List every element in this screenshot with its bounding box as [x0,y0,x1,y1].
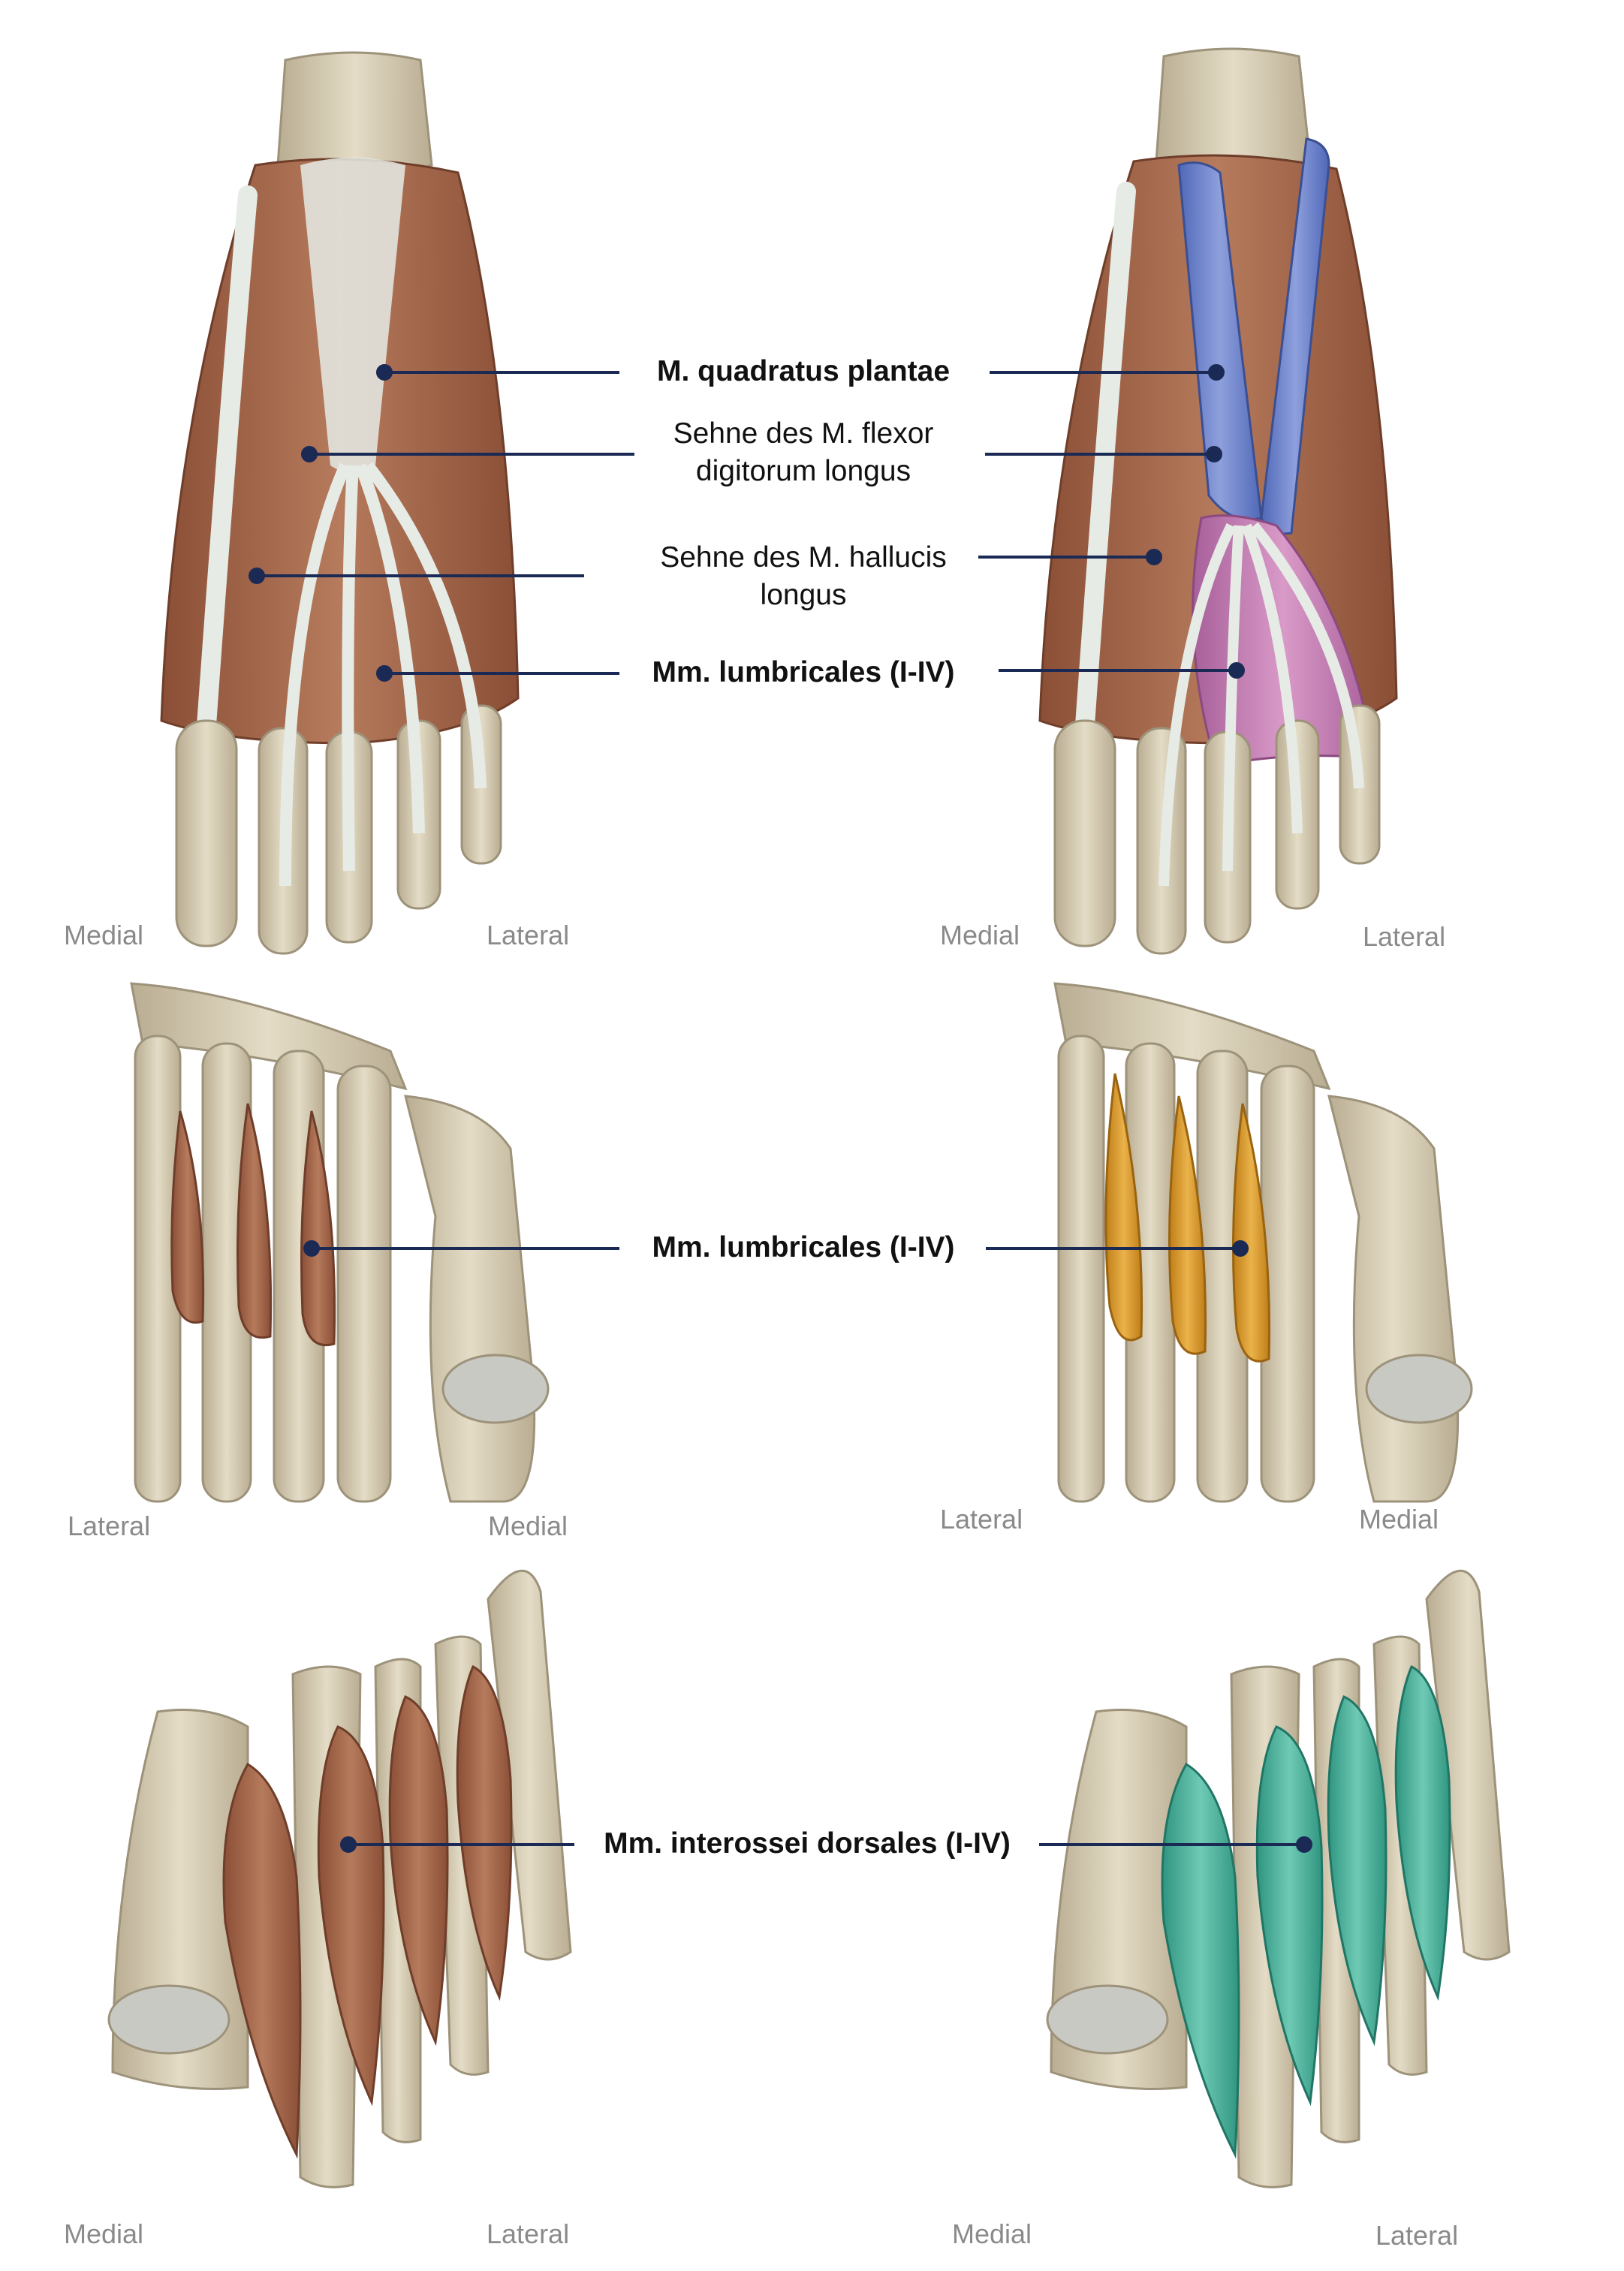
lumbricales-orange-highlight [1104,1073,1143,1342]
orientation-top-left-right: Lateral [487,920,570,950]
orientation-bottom-left-right: Lateral [487,2218,570,2249]
label-fdl-tendon-line1: Sehne des M. flexor [673,417,934,450]
label-interossei-dorsales: Mm. interossei dorsales (I-IV) [604,1827,1011,1860]
leader-lines [249,364,1312,1853]
orientation-bottom-right-left: Medial [952,2218,1032,2249]
orientation-mid-right-right: Medial [1359,1504,1439,1535]
label-lumbricales-top: Mm. lumbricales (I-IV) [652,656,955,688]
foot-interossei-left [107,1570,572,2188]
orientation-bottom-left-left: Medial [64,2218,144,2249]
foot-plantar-right [1038,47,1398,955]
label-lumbricales-mid: Mm. lumbricales (I-IV) [652,1231,955,1264]
orientation-mid-left-right: Medial [488,1510,568,1541]
foot-interossei-right [1046,1570,1511,2188]
label-quadratus-plantae: M. quadratus plantae [656,355,951,387]
foot-lumbricales-right [1053,982,1473,1503]
label-fhl-tendon-line1: Sehne des M. hallucis [660,541,947,574]
orientation-mid-right-left: Lateral [940,1504,1023,1535]
orientation-bottom-right-right: Lateral [1375,2220,1459,2251]
foot-lumbricales-left [130,982,550,1503]
orientation-top-right-left: Medial [940,920,1020,950]
foot-plantar-left [160,51,520,955]
label-fdl-tendon-line2: digitorum longus [695,455,911,487]
orientation-mid-left-left: Lateral [68,1510,151,1541]
orientation-top-left-left: Medial [64,920,144,950]
orientation-top-right-right: Lateral [1363,921,1446,952]
interossei-teal-highlight [1161,1762,1240,2159]
label-fhl-tendon-line2: longus [760,579,847,611]
